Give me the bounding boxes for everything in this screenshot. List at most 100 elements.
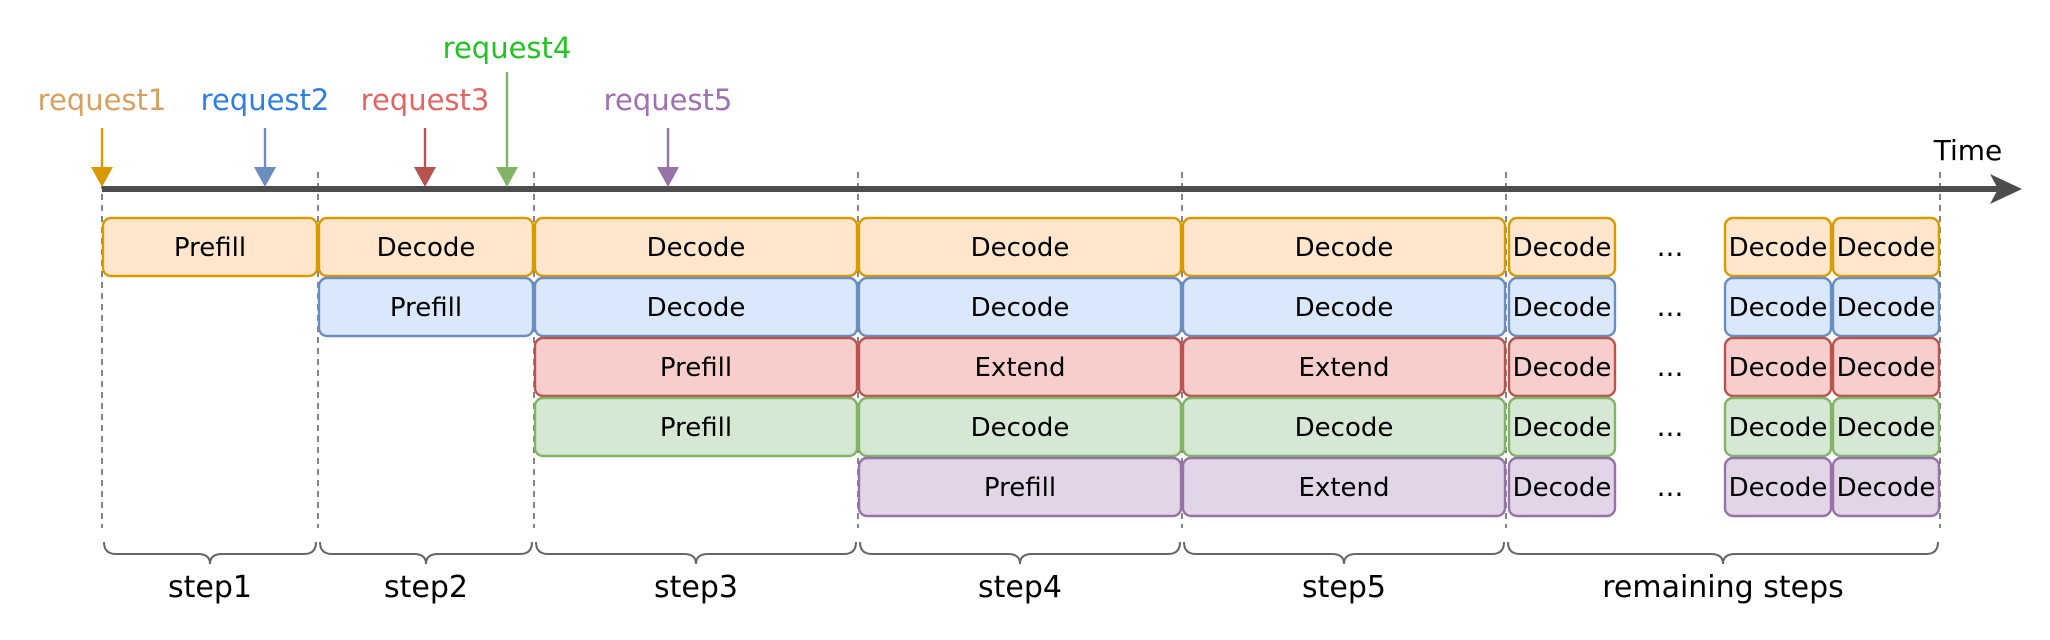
cell-box: [1181, 396, 1507, 458]
step4-cell-row4: Decode: [857, 396, 1183, 458]
step4-cell-row2: Decode: [857, 276, 1183, 338]
step1-cell-row1: Prefill: [101, 216, 319, 278]
cell-box: [101, 216, 319, 278]
cell-label: Decode: [1513, 293, 1612, 323]
cell-label: Decode: [1837, 413, 1936, 443]
arrow-down-icon: [254, 167, 276, 187]
cell-label: Decode: [1837, 353, 1936, 383]
request-label: request1: [38, 83, 167, 117]
ellipsis: ...: [1657, 350, 1684, 383]
cell-label: Decode: [1513, 473, 1612, 503]
cell-box: [1723, 276, 1833, 338]
cell-label: Decode: [1513, 413, 1612, 443]
cell-label: Decode: [1729, 413, 1828, 443]
step-label: step5: [1302, 570, 1386, 605]
cell-box: [533, 336, 859, 398]
request-label: request4: [443, 31, 572, 65]
cell-box: [1507, 216, 1617, 278]
cell-box: [1831, 456, 1941, 518]
cell-label: Decode: [1729, 353, 1828, 383]
cell-box: [1723, 396, 1833, 458]
remaining-cell-row4: Decode: [1723, 396, 1833, 458]
cell-label: Decode: [1513, 233, 1612, 263]
step3-cell-row3: Prefill: [533, 336, 859, 398]
cell-box: [1831, 276, 1941, 338]
request-marker-4: request4: [443, 31, 572, 187]
cell-box: [857, 216, 1183, 278]
step-label: remaining steps: [1602, 570, 1844, 605]
cell-box: [1507, 396, 1617, 458]
cell-label: Decode: [1295, 413, 1394, 443]
step-brace: [319, 541, 533, 565]
step3-cell-row1: Decode: [533, 216, 859, 278]
remaining-cell-row1: Decode: [1723, 216, 1833, 278]
remaining-cell-row3: Decode: [1723, 336, 1833, 398]
step5-cell-row5: Extend: [1181, 456, 1507, 518]
cell-label: Decode: [971, 293, 1070, 323]
step-label: step4: [978, 570, 1062, 605]
cell-label: Prefill: [390, 293, 462, 323]
cell-box: [1831, 216, 1941, 278]
step5-cell-row3: Extend: [1181, 336, 1507, 398]
request-label: request5: [604, 83, 733, 117]
cell-label: Decode: [1837, 473, 1936, 503]
cell-box: [1831, 396, 1941, 458]
cell-label: Decode: [1513, 353, 1612, 383]
cell-box: [857, 456, 1183, 518]
remaining-cell-row3: Decode: [1831, 336, 1941, 398]
cell-box: [1723, 336, 1833, 398]
request-marker-3: request3: [361, 83, 489, 187]
ellipsis: ...: [1657, 230, 1684, 263]
ellipsis: ...: [1657, 290, 1684, 323]
remaining-cell-row5: Decode: [1507, 456, 1617, 518]
cell-label: Decode: [1295, 293, 1394, 323]
cell-box: [1723, 216, 1833, 278]
remaining-cell-row1: Decode: [1507, 216, 1617, 278]
step5-cell-row1: Decode: [1181, 216, 1507, 278]
cell-box: [533, 216, 859, 278]
remaining-cell-row4: Decode: [1507, 396, 1617, 458]
arrow-down-icon: [657, 167, 679, 187]
cell-box: [317, 216, 535, 278]
step-brace: [1507, 541, 1939, 565]
cell-box: [1507, 336, 1617, 398]
step-brace: [859, 541, 1181, 565]
time-label: Time: [1933, 134, 2003, 167]
cell-box: [533, 396, 859, 458]
cell-label: Decode: [647, 233, 746, 263]
arrow-down-icon: [496, 167, 518, 187]
cell-label: Decode: [1729, 473, 1828, 503]
step2-cell-row2: Prefill: [317, 276, 535, 338]
ellipsis: ...: [1657, 470, 1684, 503]
cell-label: Prefill: [984, 473, 1056, 503]
cell-label: Decode: [971, 233, 1070, 263]
request-marker-1: request1: [38, 83, 167, 187]
step-label: step2: [384, 570, 468, 605]
cell-label: Prefill: [174, 233, 246, 263]
cell-box: [857, 336, 1183, 398]
step3-cell-row2: Decode: [533, 276, 859, 338]
step2-cell-row1: Decode: [317, 216, 535, 278]
step3-cell-row4: Prefill: [533, 396, 859, 458]
cell-box: [1181, 276, 1507, 338]
cell-box: [1507, 456, 1617, 518]
cell-label: Decode: [647, 293, 746, 323]
step5-cell-row4: Decode: [1181, 396, 1507, 458]
cell-label: Decode: [377, 233, 476, 263]
cell-label: Prefill: [660, 413, 732, 443]
step-label: step3: [654, 570, 738, 605]
cell-label: Decode: [1837, 293, 1936, 323]
cell-label: Extend: [975, 353, 1066, 383]
cell-label: Decode: [1295, 233, 1394, 263]
step4-cell-row1: Decode: [857, 216, 1183, 278]
step-brace: [535, 541, 857, 565]
cell-box: [533, 276, 859, 338]
ellipsis: ...: [1657, 410, 1684, 443]
cell-box: [857, 276, 1183, 338]
remaining-cell-row5: Decode: [1831, 456, 1941, 518]
request-marker-2: request2: [201, 83, 329, 187]
step5-cell-row2: Decode: [1181, 276, 1507, 338]
remaining-cell-row3: Decode: [1507, 336, 1617, 398]
cell-label: Decode: [971, 413, 1070, 443]
